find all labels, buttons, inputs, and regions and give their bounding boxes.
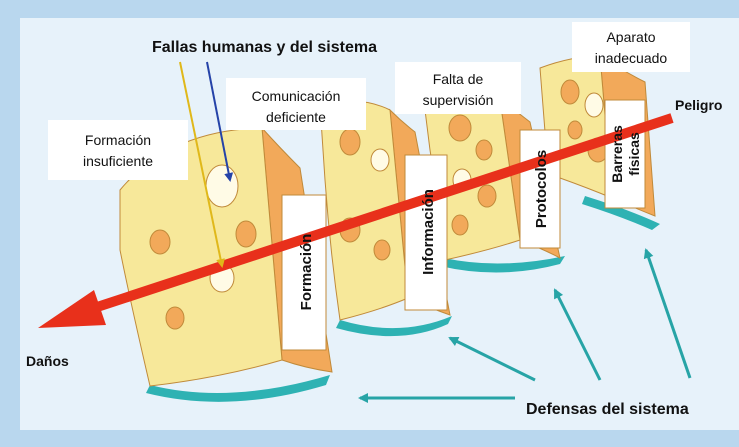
failure-label-aparato-line1: Aparato xyxy=(606,29,655,45)
damage-label: Daños xyxy=(26,353,69,369)
yellow-pointer-arrow xyxy=(179,61,225,268)
slice-3-hole xyxy=(477,184,497,208)
failure-label-formacion-line1: Formación xyxy=(85,132,151,148)
barrier-label-box xyxy=(604,99,646,209)
blue-pointer-arrow xyxy=(206,61,234,182)
defense-pointer xyxy=(643,248,692,379)
barrier-label-box xyxy=(281,194,327,351)
failure-label-comunicacion-line2: deficiente xyxy=(266,109,326,125)
failure-label-comunicacion-line1: Comunicación xyxy=(252,88,341,104)
slice-2-hole xyxy=(339,128,361,156)
failure-label-aparato-line2: inadecuado xyxy=(595,50,668,66)
barrier-label-box xyxy=(404,154,448,311)
slice-1-shadow xyxy=(146,375,330,402)
slice-2-hole xyxy=(370,148,390,172)
hazard-arrow-head xyxy=(38,290,106,328)
failure-label-supervision-line2: supervisión xyxy=(423,92,494,108)
slice-4-hole xyxy=(584,92,604,118)
barrier-label-informacion: Información xyxy=(420,189,437,275)
failure-note-box xyxy=(48,120,188,180)
barrier-label-barreras-line1: Barreras xyxy=(609,125,625,183)
cheese-slice-3 xyxy=(424,98,565,273)
slice-3-hole xyxy=(451,214,469,236)
barrier-label-barreras-line2: físicas xyxy=(626,132,642,176)
failure-note-box xyxy=(572,22,690,72)
slice-1-hole xyxy=(205,164,239,208)
slice-2-hole xyxy=(373,239,391,261)
slice-4-hole xyxy=(560,79,580,105)
failure-label-formacion-line2: insuficiente xyxy=(83,153,153,169)
slice-3-hole xyxy=(448,114,472,142)
defenses-label: Defensas del sistema xyxy=(526,401,689,418)
cheese-slice-4 xyxy=(539,55,660,230)
failure-note-box xyxy=(395,62,521,114)
slice-1-hole xyxy=(235,220,257,248)
slice-2-shadow xyxy=(336,316,452,337)
slice-4-shadow xyxy=(582,196,660,230)
slice-1-hole xyxy=(149,229,171,255)
defense-pointer xyxy=(448,336,536,382)
defense-pointer xyxy=(553,288,602,381)
slice-3-hole xyxy=(475,139,493,161)
slice-1-hole xyxy=(165,306,185,330)
hazard-label: Peligro xyxy=(675,97,722,113)
barrier-label-formacion: Formación xyxy=(298,234,315,311)
slice-4-hole xyxy=(567,120,583,140)
barrier-label-box xyxy=(519,129,561,249)
diagram-title: Fallas humanas y del sistema xyxy=(152,39,377,56)
barrier-label-protocolos: Protocolos xyxy=(533,150,550,228)
slice-3-shadow xyxy=(440,256,565,273)
hazard-arrow xyxy=(38,113,674,328)
failure-label-supervision-line1: Falta de xyxy=(433,71,484,87)
cheese-slice-1 xyxy=(119,126,333,402)
failure-note-box xyxy=(226,78,366,130)
cheese-slice-2 xyxy=(319,100,452,337)
